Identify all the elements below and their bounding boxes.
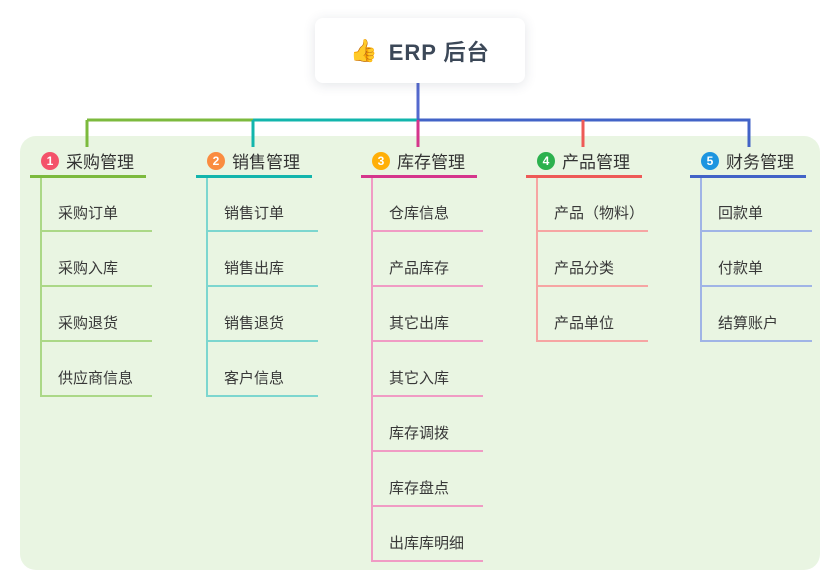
branch-number-badge: 3 bbox=[372, 151, 390, 170]
sub-item[interactable]: 采购退货 bbox=[40, 310, 152, 342]
sub-item[interactable]: 产品分类 bbox=[536, 255, 648, 287]
sub-item[interactable]: 客户信息 bbox=[206, 365, 318, 397]
sub-item[interactable]: 采购订单 bbox=[40, 200, 152, 232]
sub-item[interactable]: 采购入库 bbox=[40, 255, 152, 287]
sub-item[interactable]: 其它入库 bbox=[371, 365, 483, 397]
sub-item[interactable]: 库存调拨 bbox=[371, 420, 483, 452]
subtree-spine bbox=[371, 177, 373, 560]
sub-item[interactable]: 销售出库 bbox=[206, 255, 318, 287]
mindmap-canvas-panel bbox=[20, 136, 820, 570]
branch-label: 库存管理 bbox=[397, 153, 465, 172]
branch-number-badge: 4 bbox=[537, 151, 555, 170]
subtree-spine bbox=[700, 177, 702, 340]
branch-label: 采购管理 bbox=[66, 153, 134, 172]
sub-item[interactable]: 销售退货 bbox=[206, 310, 318, 342]
branch-number-badge: 5 bbox=[701, 151, 719, 170]
sub-item[interactable]: 产品单位 bbox=[536, 310, 648, 342]
mindmap-root-node[interactable]: 👍 ERP 后台 bbox=[315, 18, 525, 83]
root-label: ERP 后台 bbox=[388, 39, 490, 65]
branch-number-badge: 1 bbox=[41, 151, 59, 170]
sub-item[interactable]: 产品库存 bbox=[371, 255, 483, 287]
branch-header-4[interactable]: 4 产品管理 bbox=[526, 146, 642, 178]
sub-item[interactable]: 供应商信息 bbox=[40, 365, 152, 397]
branch-label: 财务管理 bbox=[726, 153, 794, 172]
sub-item[interactable]: 仓库信息 bbox=[371, 200, 483, 232]
sub-item[interactable]: 销售订单 bbox=[206, 200, 318, 232]
branch-header-5[interactable]: 5 财务管理 bbox=[690, 146, 806, 178]
branch-header-2[interactable]: 2 销售管理 bbox=[196, 146, 312, 178]
sub-item[interactable]: 结算账户 bbox=[700, 310, 812, 342]
sub-item[interactable]: 回款单 bbox=[700, 200, 812, 232]
sub-item[interactable]: 库存盘点 bbox=[371, 475, 483, 507]
branch-label: 产品管理 bbox=[562, 153, 630, 172]
sub-item[interactable]: 产品（物料） bbox=[536, 200, 648, 232]
sub-item[interactable]: 付款单 bbox=[700, 255, 812, 287]
branch-label: 销售管理 bbox=[232, 153, 300, 172]
branch-header-3[interactable]: 3 库存管理 bbox=[361, 146, 477, 178]
branch-number-badge: 2 bbox=[207, 151, 225, 170]
thumbs-up-icon: 👍 bbox=[350, 37, 379, 63]
sub-item[interactable]: 出库库明细 bbox=[371, 530, 483, 562]
sub-item[interactable]: 其它出库 bbox=[371, 310, 483, 342]
subtree-spine bbox=[536, 177, 538, 340]
branch-header-1[interactable]: 1 采购管理 bbox=[30, 146, 146, 178]
